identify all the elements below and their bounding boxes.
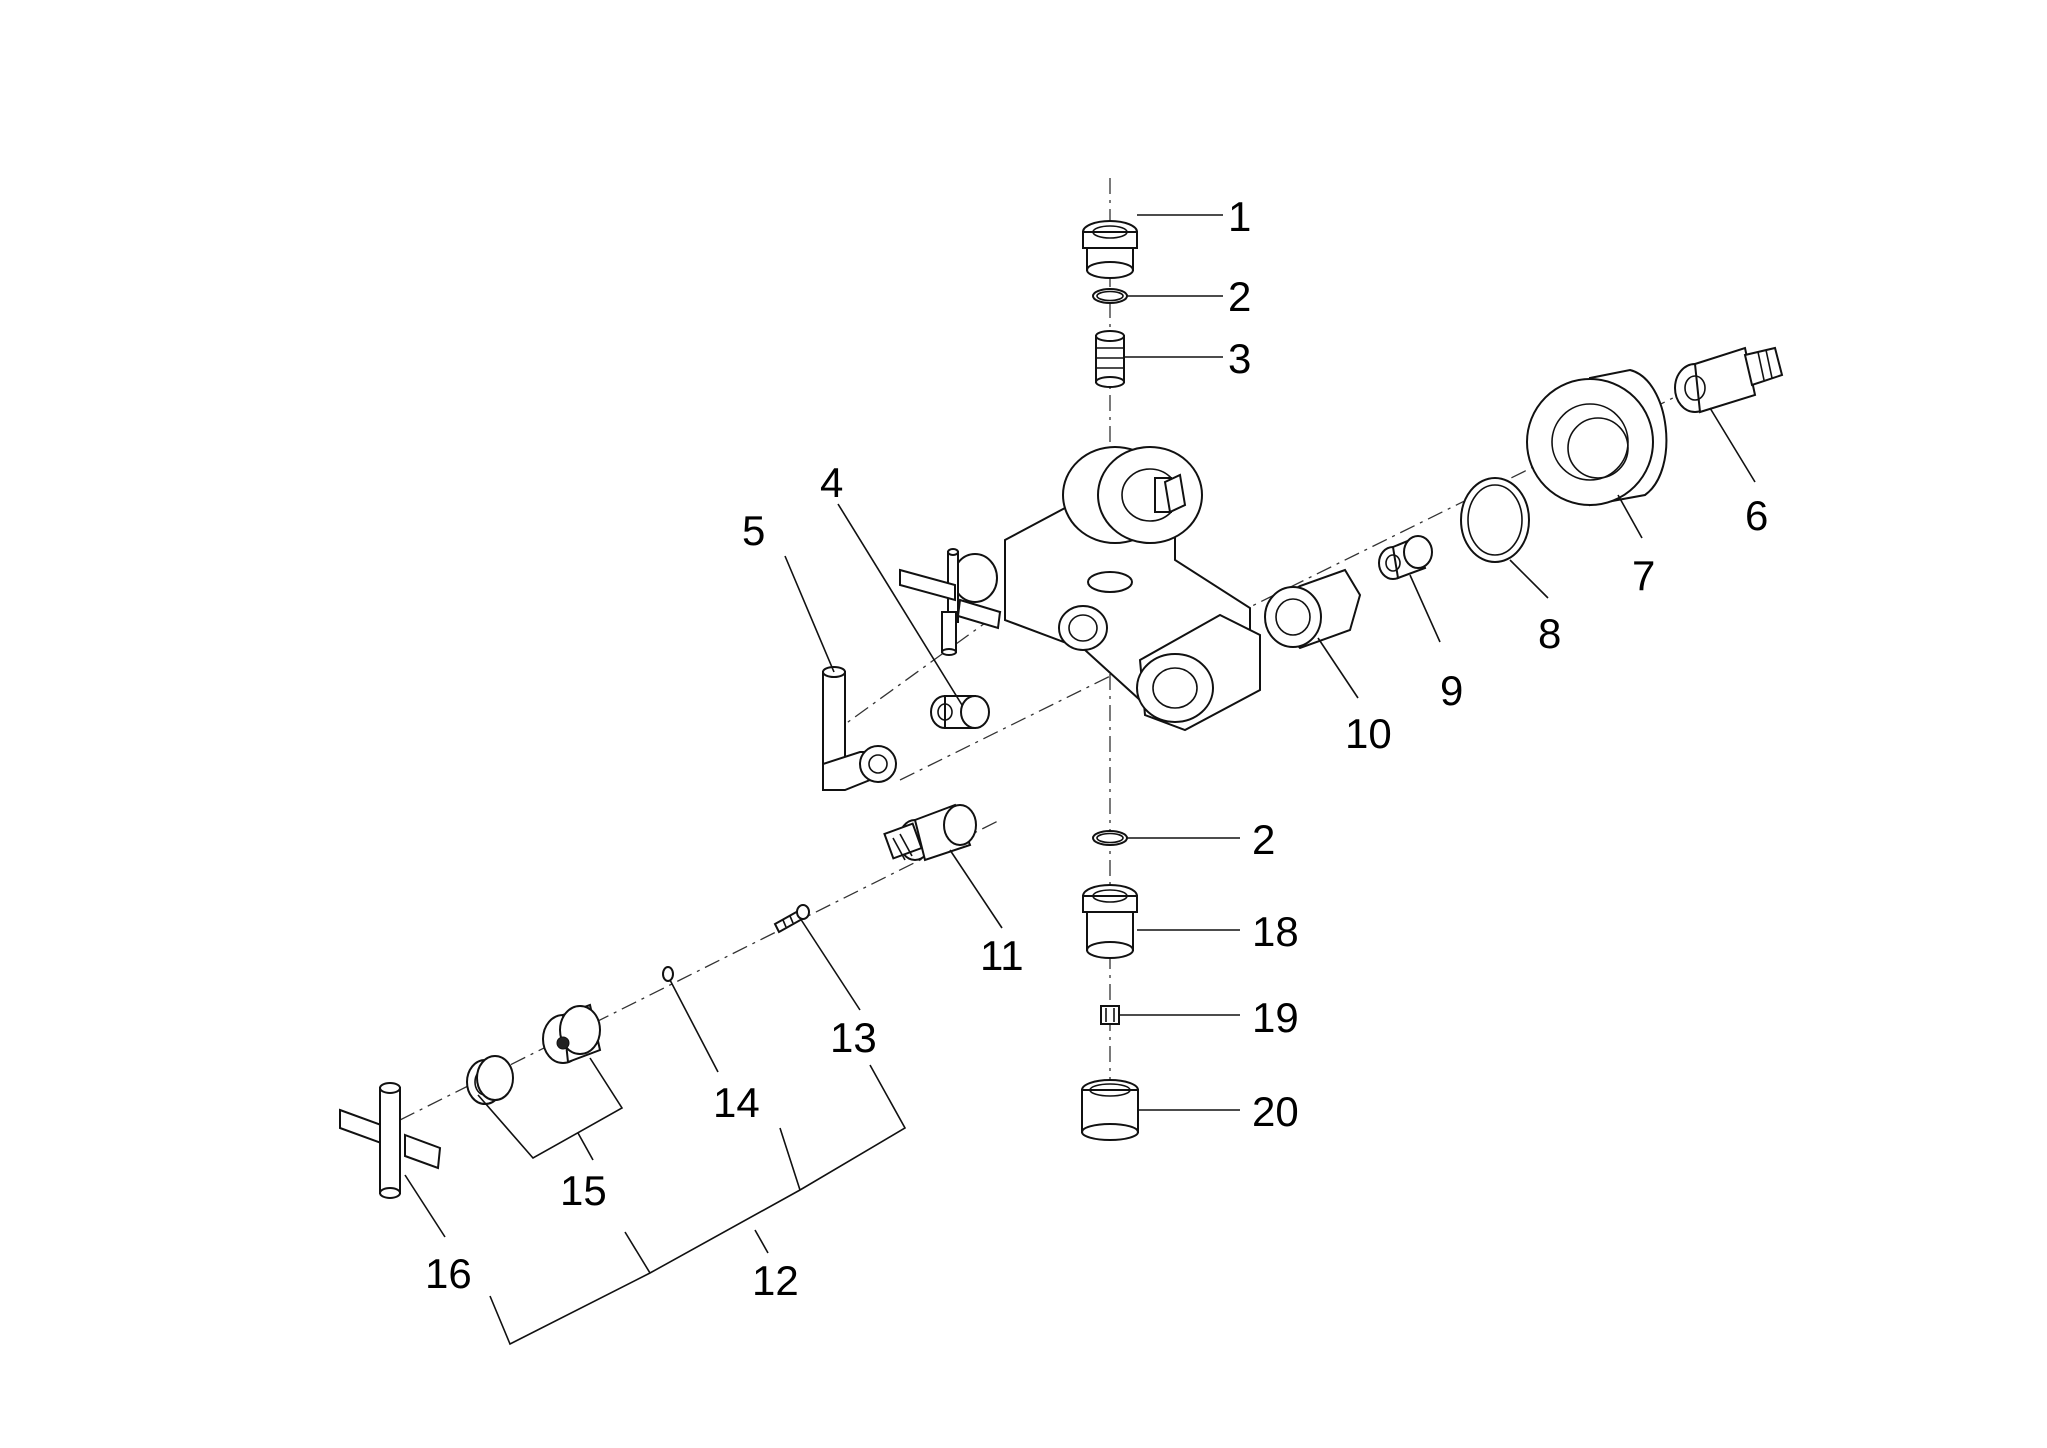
label-part-9: 9	[1440, 667, 1463, 714]
label-part-3: 3	[1228, 335, 1251, 382]
label-part-1: 1	[1228, 193, 1251, 240]
part-2-o-ring-bottom	[1092, 830, 1128, 846]
label-part-8: 8	[1538, 610, 1561, 657]
leader-lines	[404, 214, 1756, 1346]
part-14-washer	[662, 966, 674, 982]
part-4-cartridge	[930, 695, 990, 729]
label-part-2-bottom: 2	[1252, 816, 1275, 863]
label-part-12: 12	[752, 1257, 799, 1304]
part-11-cartridge	[883, 803, 977, 862]
label-part-4: 4	[820, 459, 843, 506]
part-1-top-nut	[1082, 220, 1138, 279]
label-part-11: 11	[980, 932, 1024, 979]
part-5-lever-handle	[822, 666, 897, 791]
part-19-small-insert	[1100, 1005, 1120, 1025]
label-part-14: 14	[713, 1079, 760, 1126]
label-part-5: 5	[742, 507, 765, 554]
label-part-2-top: 2	[1228, 273, 1251, 320]
part-18-lower-nut	[1082, 884, 1138, 959]
valve-body	[899, 446, 1261, 732]
part-6-connector	[1674, 346, 1784, 414]
label-part-15: 15	[560, 1167, 607, 1214]
part-16-cross-handle	[339, 1082, 442, 1199]
part-7-cover-ring	[1526, 368, 1668, 507]
label-part-16: 16	[425, 1250, 472, 1297]
part-8-seal	[1460, 477, 1530, 563]
part-20-sleeve	[1081, 1079, 1139, 1141]
label-part-20: 20	[1252, 1088, 1299, 1135]
label-part-19: 19	[1252, 994, 1299, 1041]
label-part-18: 18	[1252, 908, 1299, 955]
part-13-screw	[773, 904, 810, 934]
label-part-10: 10	[1345, 710, 1392, 757]
part-9-check-valve	[1378, 535, 1433, 580]
part-3-insert	[1095, 330, 1125, 388]
part-labels: 1 2 3 4 5 6 7 8 9 10 11 12 13 14 15 16 2…	[425, 193, 1768, 1304]
part-2-o-ring-top	[1092, 288, 1128, 304]
part-15-adapter	[466, 1003, 602, 1105]
label-part-7: 7	[1632, 552, 1655, 599]
label-part-13: 13	[830, 1014, 877, 1061]
part-10-hex-nut	[1264, 568, 1362, 650]
label-part-6: 6	[1745, 492, 1768, 539]
